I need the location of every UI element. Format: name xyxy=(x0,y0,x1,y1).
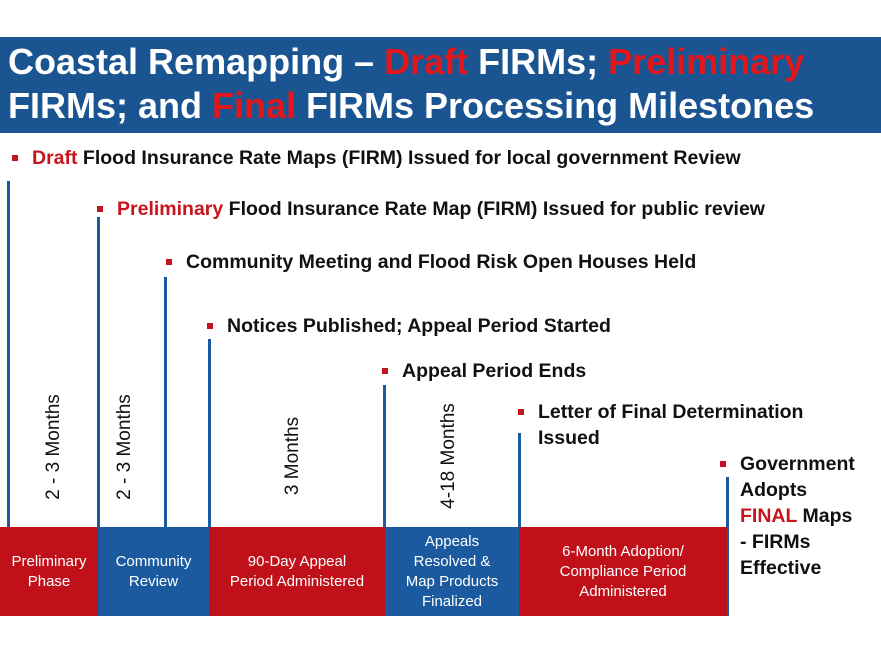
timeline-line-6 xyxy=(518,433,521,527)
milestone-highlight: Preliminary xyxy=(117,198,224,220)
title-part: Coastal Remapping – xyxy=(8,41,385,82)
milestone-highlight: Draft xyxy=(32,147,78,169)
milestone-highlight: FINAL xyxy=(740,505,798,527)
title-line-1: Coastal Remapping – Draft FIRMs; Prelimi… xyxy=(8,42,804,82)
milestone-text: Flood Insurance Rate Maps (FIRM) Issued … xyxy=(77,147,741,169)
bullet-icon xyxy=(720,461,726,467)
milestone-text-line: Government xyxy=(740,453,855,475)
duration-label: 2 - 3 Months xyxy=(114,394,135,500)
milestone-text-line: Issued xyxy=(538,427,600,449)
title-part: FIRMs Processing Milestones xyxy=(296,85,815,126)
duration-label: 2 - 3 Months xyxy=(43,394,64,500)
milestone-text-line: - FIRMs xyxy=(740,531,811,553)
duration-label: 3 Months xyxy=(282,416,303,496)
milestone-text-line: Letter of Final Determination xyxy=(538,401,804,423)
milestone-text: Community Meeting and Flood Risk Open Ho… xyxy=(186,251,697,273)
title-part-draft: Draft xyxy=(384,41,469,82)
milestone-text-line: Adopts xyxy=(740,479,808,501)
bullet-icon xyxy=(97,206,103,212)
title-part: FIRMs; xyxy=(468,41,609,82)
timeline-line-7 xyxy=(726,477,729,616)
bullet-icon xyxy=(12,155,18,161)
milestone-text-line: FINAL Maps xyxy=(740,503,855,529)
milestone-text: Notices Published; Appeal Period Started xyxy=(227,315,611,337)
bullet-icon xyxy=(207,323,213,329)
title-part-preliminary: Preliminary xyxy=(608,41,805,82)
milestone-text: Flood Insurance Rate Map (FIRM) Issued f… xyxy=(223,198,765,220)
milestone-text: Maps xyxy=(797,505,853,527)
bullet-icon xyxy=(166,259,172,265)
phase-preliminary: Preliminary Phase xyxy=(0,527,98,616)
phase-adoption-compliance: 6-Month Adoption/ Compliance Period Admi… xyxy=(519,527,727,616)
duration-label: 4-18 Months xyxy=(438,403,459,509)
phase-90-day-appeal: 90-Day Appeal Period Administered xyxy=(209,527,385,616)
bullet-icon xyxy=(382,368,388,374)
milestone-text: Appeal Period Ends xyxy=(402,360,587,382)
milestone-text-line: Effective xyxy=(740,557,822,579)
title-line-2: FIRMs; and Final FIRMs Processing Milest… xyxy=(8,86,814,126)
timeline-line-2 xyxy=(97,217,100,527)
title-banner: Coastal Remapping – Draft FIRMs; Prelimi… xyxy=(0,37,881,133)
timeline-line-1 xyxy=(7,181,10,527)
title-part: FIRMs; and xyxy=(8,85,212,126)
title-part-final: Final xyxy=(212,85,297,126)
bullet-icon xyxy=(518,409,524,415)
timeline-line-4 xyxy=(208,339,211,527)
timeline-line-3 xyxy=(164,277,167,527)
timeline-line-5 xyxy=(383,385,386,527)
phase-community-review: Community Review xyxy=(98,527,209,616)
phase-appeals-resolved: Appeals Resolved & Map Products Finalize… xyxy=(385,527,519,616)
